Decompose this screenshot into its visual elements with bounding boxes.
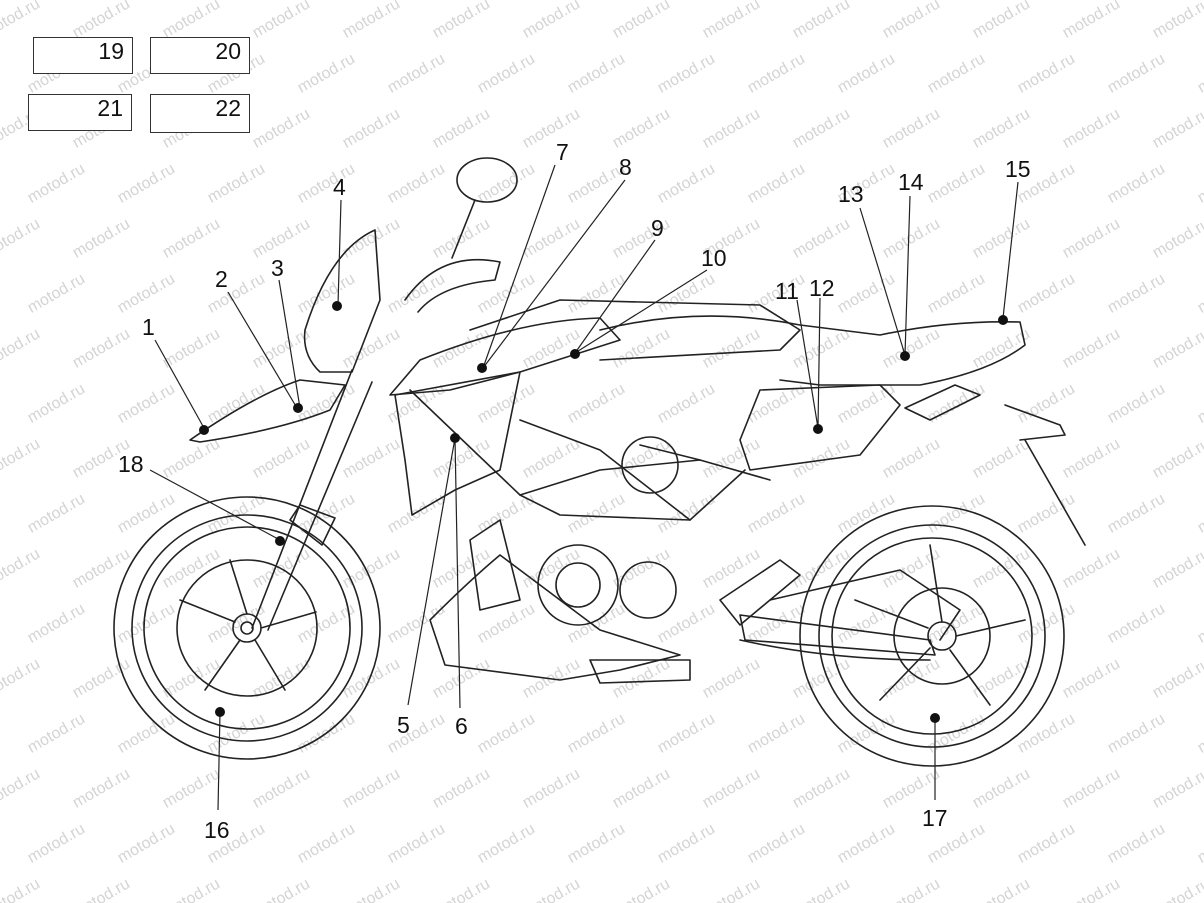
callout-dot-13-14 — [900, 351, 910, 361]
callout-dot-17 — [930, 713, 940, 723]
callout-5: 5 — [397, 712, 410, 738]
callout-2: 2 — [215, 266, 228, 292]
callout-dot-16 — [215, 707, 225, 717]
callout-1: 1 — [142, 314, 155, 340]
callout-dot-4 — [332, 301, 342, 311]
reference-box-20: 20 — [150, 37, 250, 74]
callout-8: 8 — [619, 154, 632, 180]
callout-dot-11-12 — [813, 424, 823, 434]
callout-18: 18 — [118, 451, 144, 477]
callout-10: 10 — [701, 245, 727, 271]
callout-dot-1 — [199, 425, 209, 435]
callout-3: 3 — [271, 255, 284, 281]
reference-box-21: 21 — [28, 94, 132, 131]
callout-17: 17 — [922, 805, 948, 831]
callout-11: 11 — [775, 278, 799, 304]
callout-dots — [199, 301, 1008, 723]
callout-13: 13 — [838, 181, 864, 207]
motorcycle-outline — [113, 157, 1086, 767]
callout-14: 14 — [898, 169, 924, 195]
reference-box-22: 22 — [150, 94, 250, 133]
callout-7: 7 — [556, 139, 569, 165]
callout-dot-9-10 — [570, 349, 580, 359]
callout-dot-7-8 — [477, 363, 487, 373]
leader-lines — [149, 164, 1019, 811]
callout-dot-15 — [998, 315, 1008, 325]
callout-dot-2-3 — [293, 403, 303, 413]
callout-12: 12 — [809, 275, 835, 301]
callout-16: 16 — [204, 817, 230, 843]
callout-15: 15 — [1005, 156, 1031, 182]
callout-numbers: 1 2 3 4 5 6 7 8 9 10 11 12 13 14 15 16 1… — [118, 139, 1031, 843]
callout-6: 6 — [455, 713, 468, 739]
callout-dot-18 — [275, 536, 285, 546]
reference-box-19: 19 — [33, 37, 133, 74]
callout-4: 4 — [333, 174, 346, 200]
callout-9: 9 — [651, 215, 664, 241]
callout-dot-6 — [450, 433, 460, 443]
